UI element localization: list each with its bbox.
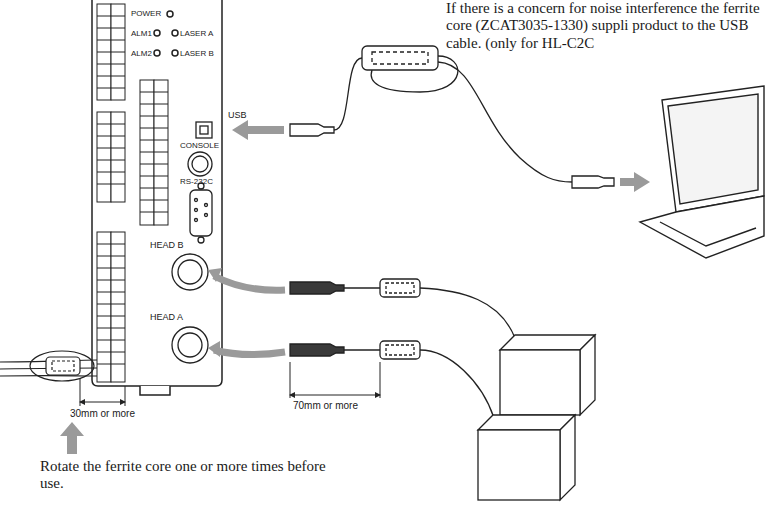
terminal-block: [111, 232, 125, 382]
port-label: USB: [228, 110, 247, 120]
port-label: HEAD A: [150, 312, 183, 322]
io-cable: [0, 351, 97, 381]
terminal-block: [97, 16, 125, 88]
sensor-head: [478, 430, 560, 500]
laptop: [660, 222, 756, 246]
connectors: [172, 254, 208, 290]
head-cable: [290, 279, 515, 418]
head-cable: [386, 345, 414, 355]
connectors: [195, 199, 198, 202]
sensor-head: [580, 335, 595, 415]
sensor-head: [478, 415, 575, 430]
terminal-block: [111, 112, 125, 202]
usb-cable: [438, 62, 572, 182]
connectors: [195, 219, 198, 222]
port-label: RS-232C: [180, 177, 213, 186]
usb-cable: [372, 52, 428, 64]
gray-arrow: [208, 341, 220, 357]
dimension-label: 30mm or more: [70, 408, 135, 420]
terminal-block: [97, 112, 111, 202]
controller: [92, 0, 222, 395]
led-label: ALM1: [131, 29, 152, 38]
connectors: [198, 237, 204, 243]
connectors: [205, 204, 208, 207]
led-label: POWER: [131, 9, 161, 18]
connectors: [178, 333, 202, 357]
controller: [167, 11, 173, 17]
head-cable: [380, 279, 420, 297]
head-cable: [420, 288, 515, 338]
gray-arrow: [214, 276, 285, 290]
head-cable: [344, 287, 380, 288]
gray-arrow: [620, 172, 650, 192]
head-cable: [344, 349, 380, 350]
led-label: ALM2: [131, 49, 152, 58]
head-cable: [380, 341, 420, 359]
terminal-block: [97, 4, 168, 382]
head-cable: [386, 283, 414, 293]
io-cable: [46, 357, 80, 375]
usb-cable: [334, 58, 362, 130]
connectors: [190, 190, 212, 236]
dimension: [290, 395, 380, 396]
connectors: [196, 122, 212, 138]
gray-arrow: [214, 350, 285, 355]
gray-arrow: [208, 268, 222, 282]
gray-arrow: [60, 422, 84, 454]
sensor-head: [500, 350, 580, 415]
terminal-block: [97, 244, 125, 364]
instruction-text: Rotate the ferrite core one or more time…: [40, 458, 340, 493]
connectors: [188, 152, 212, 176]
terminal-block: [140, 92, 168, 212]
usb-cable: [362, 46, 438, 70]
controller: [92, 0, 222, 386]
port-label: HEAD B: [150, 240, 184, 250]
connectors: [195, 209, 198, 212]
led-label: LASER A: [180, 29, 213, 38]
dimension: [80, 378, 125, 406]
usb-cable: [290, 46, 614, 188]
io-cable: [30, 351, 94, 381]
controller: [172, 30, 178, 36]
port-label: CONSOLE: [180, 141, 219, 150]
io-cable: [52, 361, 74, 371]
connectors: [205, 214, 208, 217]
dimension: [290, 362, 380, 398]
led-label: LASER B: [180, 49, 214, 58]
dimension: [80, 362, 380, 406]
controller: [140, 386, 170, 395]
laptop: [662, 86, 764, 212]
sensor-head: [500, 335, 595, 350]
controller: [154, 50, 160, 56]
gray-arrow: [232, 120, 284, 140]
sensor-head: [478, 335, 595, 500]
controller: [154, 30, 160, 36]
head-cable: [290, 282, 344, 294]
laptop: [640, 86, 764, 258]
head-cable: [420, 350, 494, 418]
controller: [172, 50, 178, 56]
dimension-label: 70mm or more: [293, 400, 358, 412]
connectors: [200, 126, 208, 134]
usb-cable: [290, 124, 334, 136]
connectors: [172, 327, 208, 363]
terminal-block: [97, 232, 111, 382]
head-cable: [290, 344, 344, 356]
usb-cable: [572, 176, 614, 188]
connectors: [178, 260, 202, 284]
dimension: [80, 402, 125, 403]
terminal-block: [97, 124, 125, 184]
connectors: [192, 156, 208, 172]
sensor-head: [560, 415, 575, 500]
note-text: If there is a concern for noise interfer…: [446, 0, 764, 52]
laptop: [640, 196, 764, 258]
laptop: [668, 94, 758, 204]
